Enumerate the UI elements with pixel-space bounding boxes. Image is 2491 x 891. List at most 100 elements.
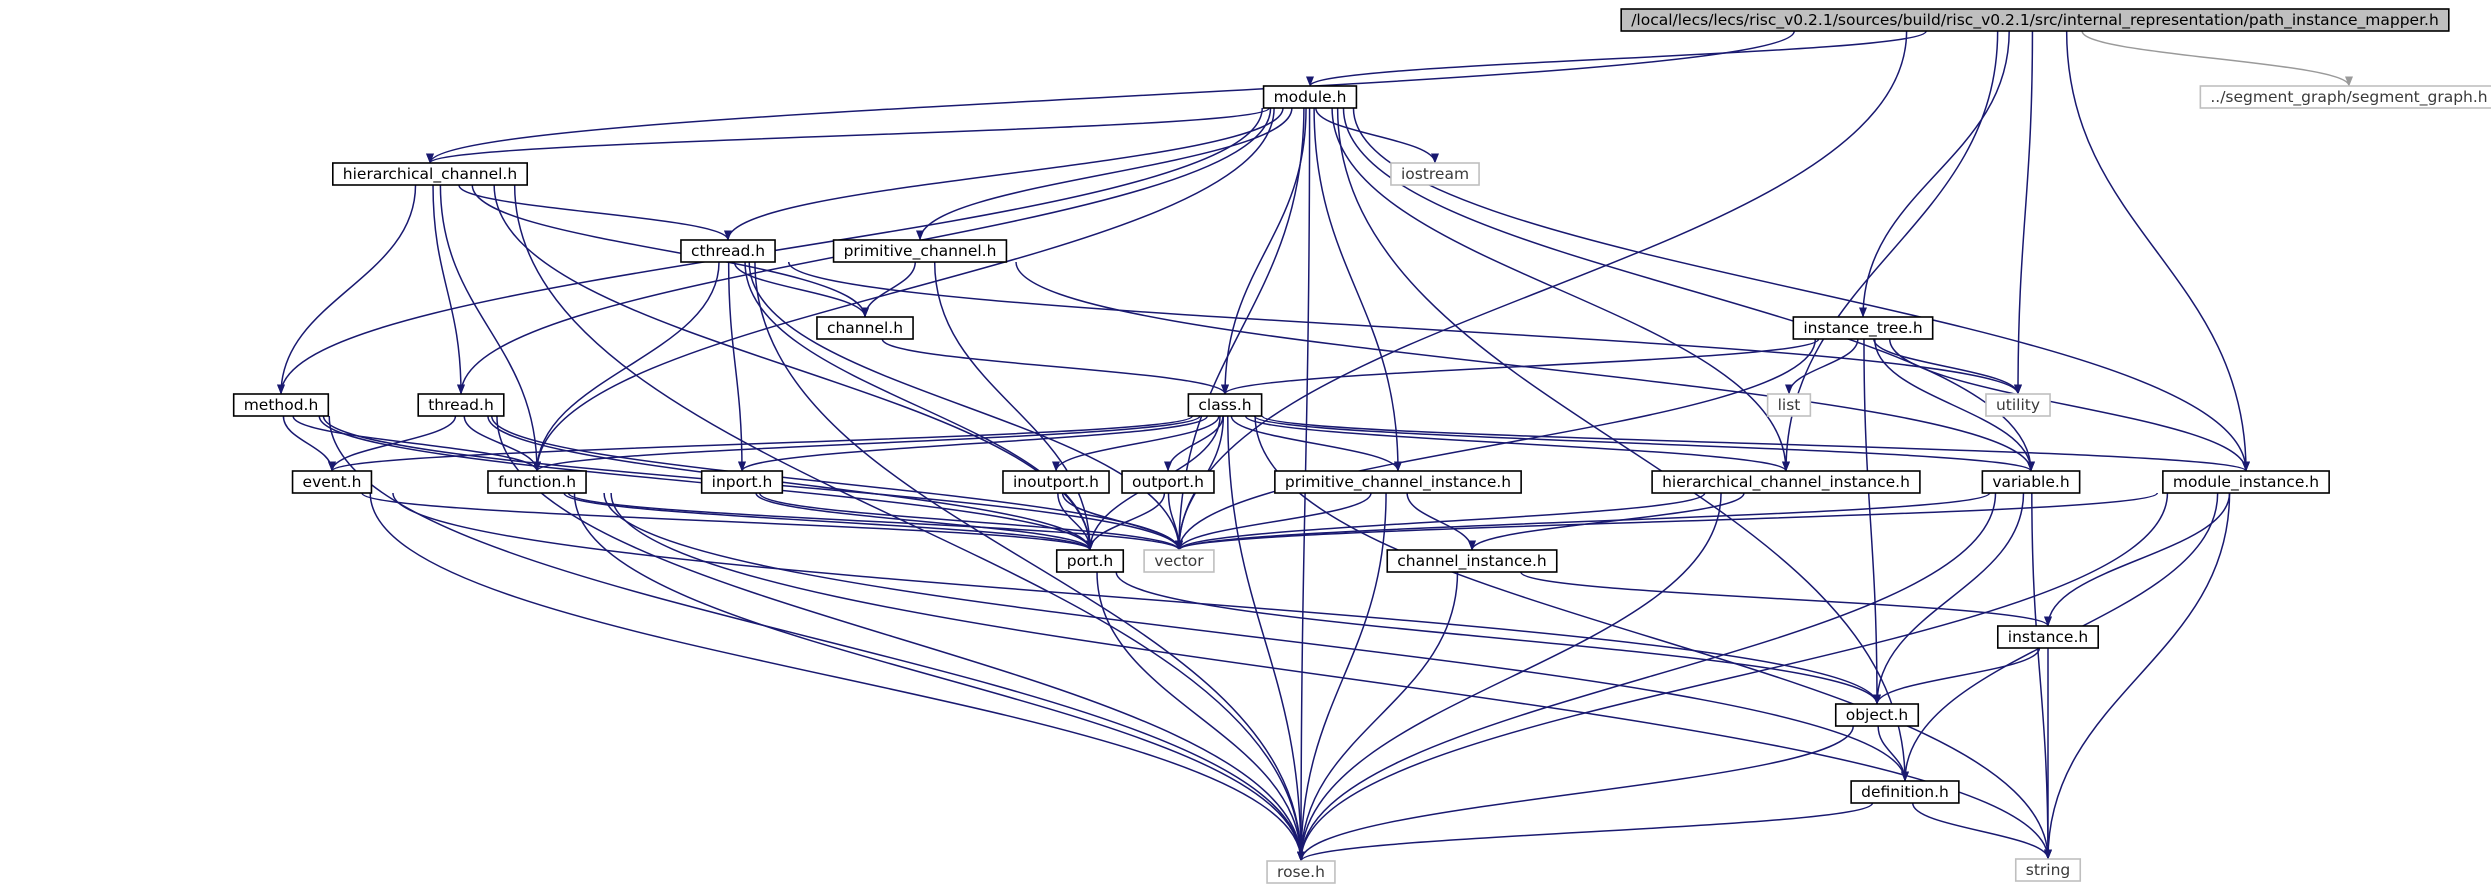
node-label: rose.h: [1277, 863, 1325, 881]
node-rose: rose.h: [1266, 860, 1336, 884]
file-nodes: /local/lecs/lecs/risc_v0.2.1/sources/bui…: [232, 8, 2491, 884]
edge-channel-instance-to-rose: [1297, 571, 1459, 862]
edge-root-to-utility: [2014, 30, 2034, 395]
edge-definition-to-string: [1911, 802, 2052, 860]
node-label: object.h: [1846, 706, 1909, 724]
edge-inport-to-vector: [758, 492, 1183, 551]
node-label: iostream: [1401, 165, 1469, 183]
edge-thread-to-event: [328, 415, 457, 472]
node-label: definition.h: [1861, 783, 1949, 801]
edge-event-to-object: [392, 492, 1881, 705]
edge-module-to-primitive-channel-instance: [1313, 107, 1402, 472]
node-instance[interactable]: instance.h: [1996, 625, 2100, 649]
edge-hierarchical-channel-to-function: [439, 184, 541, 472]
node-cthread[interactable]: cthread.h: [680, 239, 776, 263]
node-label: inoutport.h: [1013, 473, 1099, 491]
node-variable[interactable]: variable.h: [1981, 470, 2081, 494]
node-label: channel.h: [827, 319, 903, 337]
node-label: inport.h: [712, 473, 773, 491]
edge-function-to-definition: [603, 492, 1909, 782]
edge-cthread-to-rose: [754, 261, 1305, 862]
edge-hierarchical-channel-to-method: [277, 184, 417, 395]
edge-port-to-object: [1115, 571, 1881, 705]
node-module-instance[interactable]: module_instance.h: [2162, 470, 2330, 494]
node-primitive-channel-instance[interactable]: primitive_channel_instance.h: [1274, 470, 1522, 494]
node-channel[interactable]: channel.h: [816, 316, 914, 340]
node-iostream: iostream: [1390, 162, 1480, 186]
edge-class-to-inport: [738, 415, 1209, 472]
edge-class-to-variable: [1253, 415, 2035, 472]
edge-hierarchical-channel-to-cthread: [458, 184, 732, 241]
edge-root-to-hierarchical-channel-instance: [1782, 30, 1999, 472]
node-label: outport.h: [1132, 473, 1204, 491]
edge-module-instance-to-instance: [2044, 492, 2231, 627]
node-definition[interactable]: definition.h: [1850, 780, 1960, 804]
node-label: module.h: [1274, 88, 1347, 106]
node-module[interactable]: module.h: [1262, 85, 1358, 109]
edge-class-to-function: [533, 415, 1201, 472]
edge-module-to-hierarchical-channel: [426, 107, 1270, 164]
node-event[interactable]: event.h: [291, 470, 373, 494]
edge-port-to-rose: [1096, 571, 1305, 862]
edge-variable-to-string: [2031, 492, 2052, 860]
edge-root-to-module-instance: [2065, 30, 2250, 472]
edge-instance-tree-to-variable: [1873, 338, 2035, 472]
node-label: cthread.h: [691, 242, 765, 260]
node-label: class.h: [1198, 396, 1251, 414]
edge-root-to-segment-graph: [2081, 30, 2353, 87]
edge-cthread-to-vector: [748, 261, 1183, 551]
edge-root-to-vector: [1175, 30, 1908, 551]
node-instance-tree[interactable]: instance_tree.h: [1792, 316, 1934, 340]
edge-module-to-function: [533, 107, 1275, 472]
edge-module-to-cthread: [724, 107, 1284, 241]
node-vector: vector: [1143, 549, 1215, 573]
edge-thread-to-rose: [496, 415, 1305, 862]
node-method[interactable]: method.h: [232, 393, 330, 417]
node-label: ../segment_graph/segment_graph.h: [2210, 88, 2487, 107]
node-label: instance_tree.h: [1803, 319, 1922, 338]
node-label: method.h: [244, 396, 319, 414]
node-hierarchical-channel-instance[interactable]: hierarchical_channel_instance.h: [1651, 470, 1921, 494]
edge-instance-tree-to-module-instance: [1888, 338, 2250, 472]
node-root[interactable]: /local/lecs/lecs/risc_v0.2.1/sources/bui…: [1620, 8, 2450, 32]
node-inport[interactable]: inport.h: [700, 470, 784, 494]
edge-method-to-rose: [328, 415, 1305, 862]
node-string: string: [2014, 858, 2082, 882]
node-primitive-channel[interactable]: primitive_channel.h: [832, 239, 1008, 263]
edge-channel-instance-to-instance: [1520, 571, 2052, 627]
edge-root-to-instance-tree: [1859, 30, 2010, 318]
node-label: variable.h: [1992, 473, 2069, 491]
edge-hierarchical-channel-to-thread: [432, 184, 465, 395]
node-label: /local/lecs/lecs/risc_v0.2.1/sources/bui…: [1631, 11, 2439, 30]
node-list: list: [1766, 393, 1812, 417]
node-label: list: [1778, 396, 1801, 414]
edge-module-to-definition: [1336, 107, 1909, 782]
node-label: port.h: [1067, 552, 1114, 570]
edge-function-to-port: [563, 492, 1094, 551]
edge-instance-tree-to-utility: [1873, 338, 2022, 395]
edge-object-to-rose: [1297, 725, 1854, 862]
node-class[interactable]: class.h: [1187, 393, 1263, 417]
node-outport[interactable]: outport.h: [1121, 470, 1215, 494]
edge-primitive-channel-to-channel: [861, 261, 916, 318]
node-label: channel_instance.h: [1397, 552, 1547, 571]
node-label: event.h: [303, 473, 362, 491]
edge-cthread-to-utility: [787, 261, 2022, 395]
edge-inport-to-port: [755, 492, 1094, 551]
edge-instance-tree-to-object: [1863, 338, 1881, 705]
node-utility: utility: [1985, 393, 2051, 417]
node-function[interactable]: function.h: [487, 470, 587, 494]
edge-variable-to-object: [1873, 492, 2025, 705]
edge-module-instance-to-vector: [1175, 492, 2159, 551]
node-label: module_instance.h: [2173, 473, 2319, 492]
node-object[interactable]: object.h: [1834, 703, 1920, 727]
node-port[interactable]: port.h: [1055, 549, 1125, 573]
node-thread[interactable]: thread.h: [417, 393, 505, 417]
edge-class-to-hierarchical-channel-instance: [1244, 415, 1790, 472]
node-inoutport[interactable]: inoutport.h: [1002, 470, 1110, 494]
node-label: hierarchical_channel_instance.h: [1662, 473, 1910, 492]
node-channel-instance[interactable]: channel_instance.h: [1386, 549, 1558, 573]
edge-module-instance-to-rose: [1297, 492, 2169, 862]
edge-class-to-inoutport: [1052, 415, 1220, 472]
node-hierarchical-channel[interactable]: hierarchical_channel.h: [332, 162, 528, 186]
